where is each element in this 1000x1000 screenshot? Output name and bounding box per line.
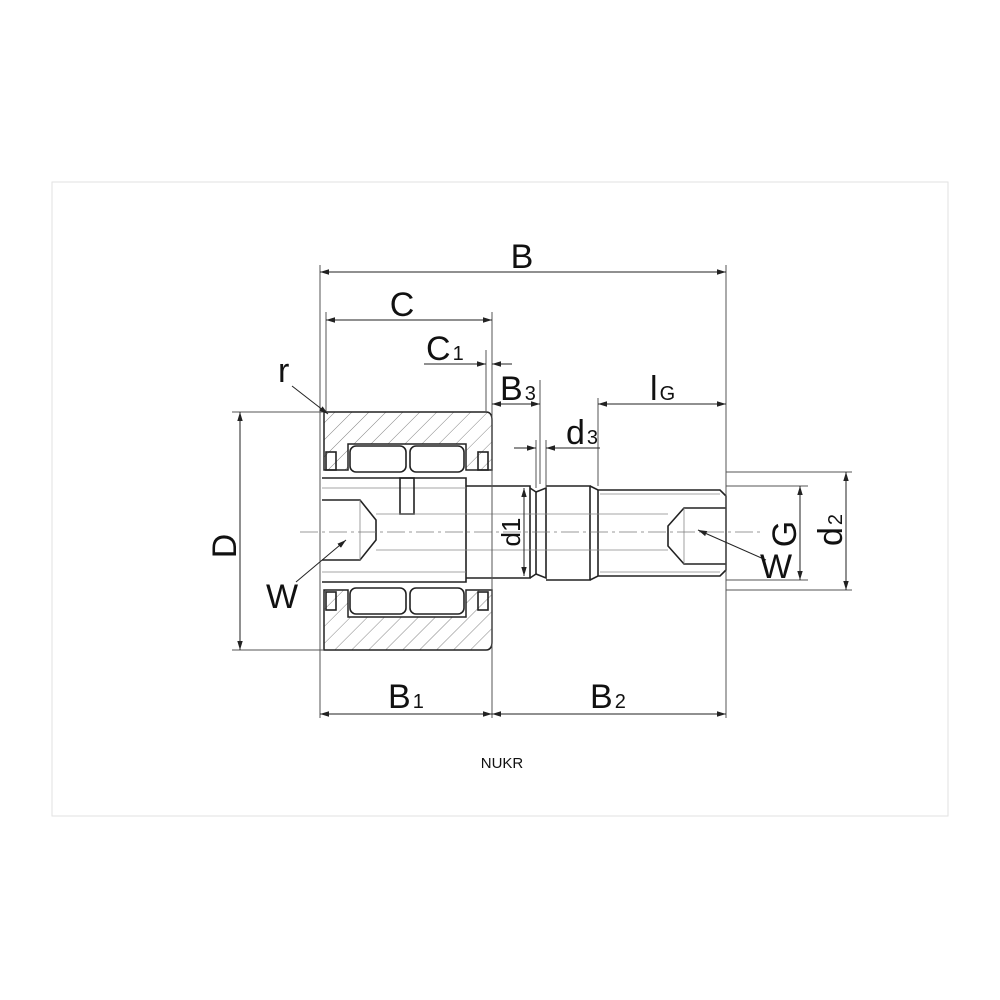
label-W-right: W xyxy=(760,548,792,586)
rollers xyxy=(325,445,489,615)
dimension-lines xyxy=(237,269,849,717)
outer-ring xyxy=(323,411,493,651)
drawing-frame xyxy=(51,181,949,817)
label-W-left: W xyxy=(266,578,298,616)
label-d1: d1 xyxy=(496,518,526,547)
label-B: B xyxy=(511,238,534,276)
label-r: r xyxy=(278,352,289,390)
label-d2: d2 xyxy=(812,514,850,546)
stud xyxy=(300,477,760,583)
extension-lines xyxy=(232,265,852,718)
caption-nukr: NUKR xyxy=(481,755,524,772)
label-C: C xyxy=(390,286,415,324)
label-G: G xyxy=(766,521,804,547)
label-D: D xyxy=(206,534,244,559)
